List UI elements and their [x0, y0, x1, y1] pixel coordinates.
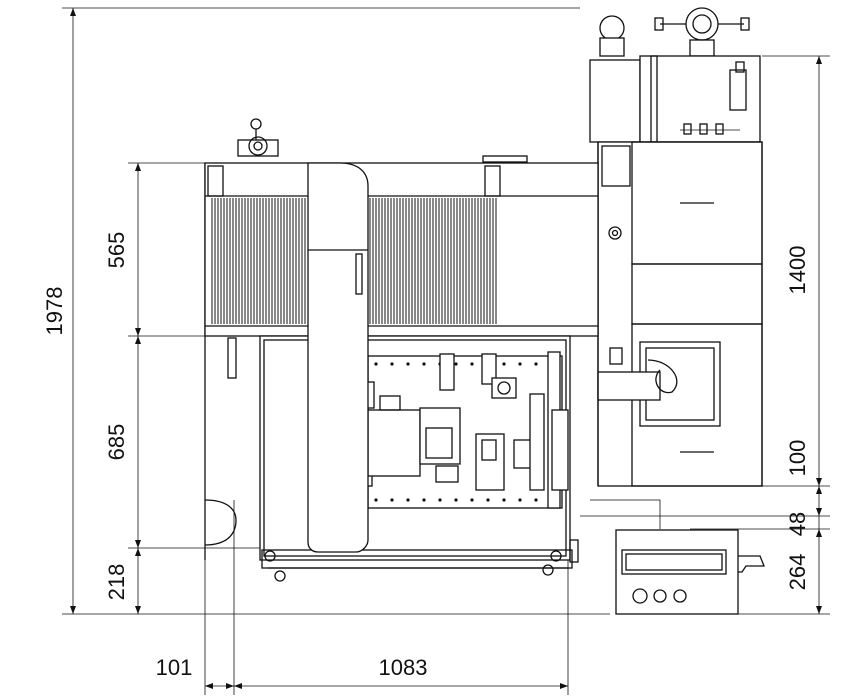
- control-panel: [590, 499, 765, 615]
- dim-right-cabinet-height: 1400: [785, 246, 810, 295]
- dim-middle-section: 685: [104, 424, 129, 461]
- dim-lower-section: 218: [104, 564, 129, 601]
- dim-right-gap: 48: [785, 512, 810, 536]
- dim-control-panel-height: 264: [785, 554, 810, 591]
- right-cabinet: [589, 7, 763, 487]
- dim-upper-section: 565: [104, 232, 129, 269]
- dimension-lines: [62, 7, 830, 695]
- dim-base-width: 1083: [379, 655, 428, 680]
- hatch-left: [211, 198, 306, 324]
- main-body: [204, 118, 599, 582]
- hatch-right: [369, 198, 497, 324]
- dim-left-offset-width: 101: [156, 655, 193, 680]
- dim-total-height: 1978: [42, 287, 67, 336]
- dim-right-offset: 100: [785, 440, 810, 477]
